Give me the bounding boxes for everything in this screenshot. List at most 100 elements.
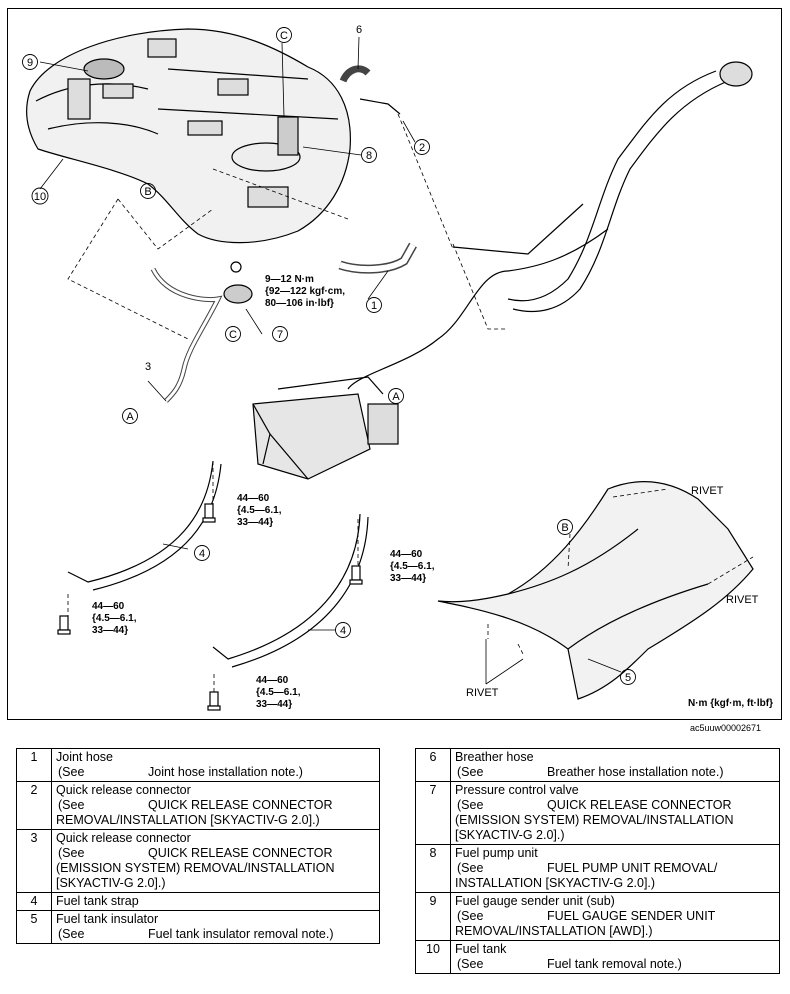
part-number: 5 [16,910,52,944]
callout-2 [414,139,430,155]
callout-1 [366,297,382,313]
callout-7 [272,326,288,342]
ref-B1 [140,183,156,199]
part-title: Breather hose [455,750,534,764]
callout-8 [361,147,377,163]
part-title: Joint hose [56,750,113,764]
document-id: ac5uuw00002671 [690,723,762,733]
part-title: Fuel tank strap [56,894,139,908]
part-title: Fuel tank insulator [56,912,159,926]
callout-10 [31,187,49,205]
callout-1-label: 1 [371,300,377,312]
callout-3-label: 3 [145,361,151,373]
ref-B2-label: B [561,522,568,534]
filler-pipe-shape [507,70,717,302]
callout-2-label: 2 [419,142,425,154]
ref-B2 [557,519,573,535]
callout-4a [194,545,210,561]
part-reference-line: [SKYACTIV-G 2.0].) [455,828,565,842]
ref-C1-label: C [280,30,288,42]
part-title: Pressure control valve [455,783,579,797]
part-number: 3 [16,829,52,893]
ref-B1-label: B [144,186,151,198]
part-title: Fuel tank [455,942,507,956]
strap-shape-1 [67,460,222,591]
rivet-label-1: RIVET [691,485,724,497]
ref-C2-label: C [229,329,237,341]
part-reference-line: (EMISSION SYSTEM) REMOVAL/INSTALLATION [455,813,734,827]
part-reference-line: (EMISSION SYSTEM) REMOVAL/INSTALLATION [56,861,335,875]
canister-shape [252,393,371,480]
part-title: Fuel pump unit [455,846,538,860]
callout-5-label: 5 [625,672,631,684]
callout-9 [22,54,38,70]
part-reference-line: INSTALLATION [SKYACTIV-G 2.0].) [455,876,656,890]
part-number: 9 [415,892,451,941]
torque-strap-1: 44—60 {4.5—6.1, 33—44} [237,493,282,528]
rivet-label-3: RIVET [466,687,499,699]
exploded-diagram: 9 10 6 2 8 1 7 3 4 4 5 A A B B C C 9—12 … [7,8,782,720]
ref-C1 [276,27,292,43]
ref-A2-label: A [392,391,400,403]
diagram-drawing: 9 10 6 2 8 1 7 3 4 4 5 A A B B C C [22,24,754,711]
callout-5 [620,669,636,685]
torque-strap-3: 44—60 {4.5—6.1, 33—44} [92,601,137,636]
part-number: 2 [16,781,52,830]
table-row: 4 Fuel tank strap [16,892,380,911]
torque-strap-4: 44—60 {4.5—6.1, 33—44} [256,675,301,710]
units-label: N·m {kgf·m, ft·lbf} [688,698,773,709]
part-description: Fuel tank strap [51,892,380,911]
callout-4a-label: 4 [199,548,205,560]
part-reference-line: [SKYACTIV-G 2.0].) [56,876,166,890]
callout-4b [335,622,351,638]
part-reference-line: REMOVAL/INSTALLATION [AWD].) [455,924,653,938]
fuel-tank-shape [26,28,351,244]
strap-shape-2 [212,513,369,668]
callout-10-label: 10 [34,191,46,203]
callout-4b-label: 4 [340,625,346,637]
callout-9-label: 9 [27,57,33,69]
rivet-label-2: RIVET [726,594,759,606]
torque-strap-2: 44—60 {4.5—6.1, 33—44} [390,549,435,584]
part-number: 1 [16,748,52,782]
part-title: Quick release connector [56,783,191,797]
ref-A1-label: A [126,411,134,423]
part-number: 7 [415,781,451,845]
callout-6-label: 6 [356,24,362,36]
ref-C2 [225,326,241,342]
callout-8-label: 8 [366,150,372,162]
part-number: 8 [415,844,451,893]
ref-A1 [122,408,138,424]
part-number: 6 [415,748,451,782]
part-number: 4 [16,892,52,911]
part-number: 10 [415,940,451,974]
ref-A2 [388,388,404,404]
part-title: Quick release connector [56,831,191,845]
